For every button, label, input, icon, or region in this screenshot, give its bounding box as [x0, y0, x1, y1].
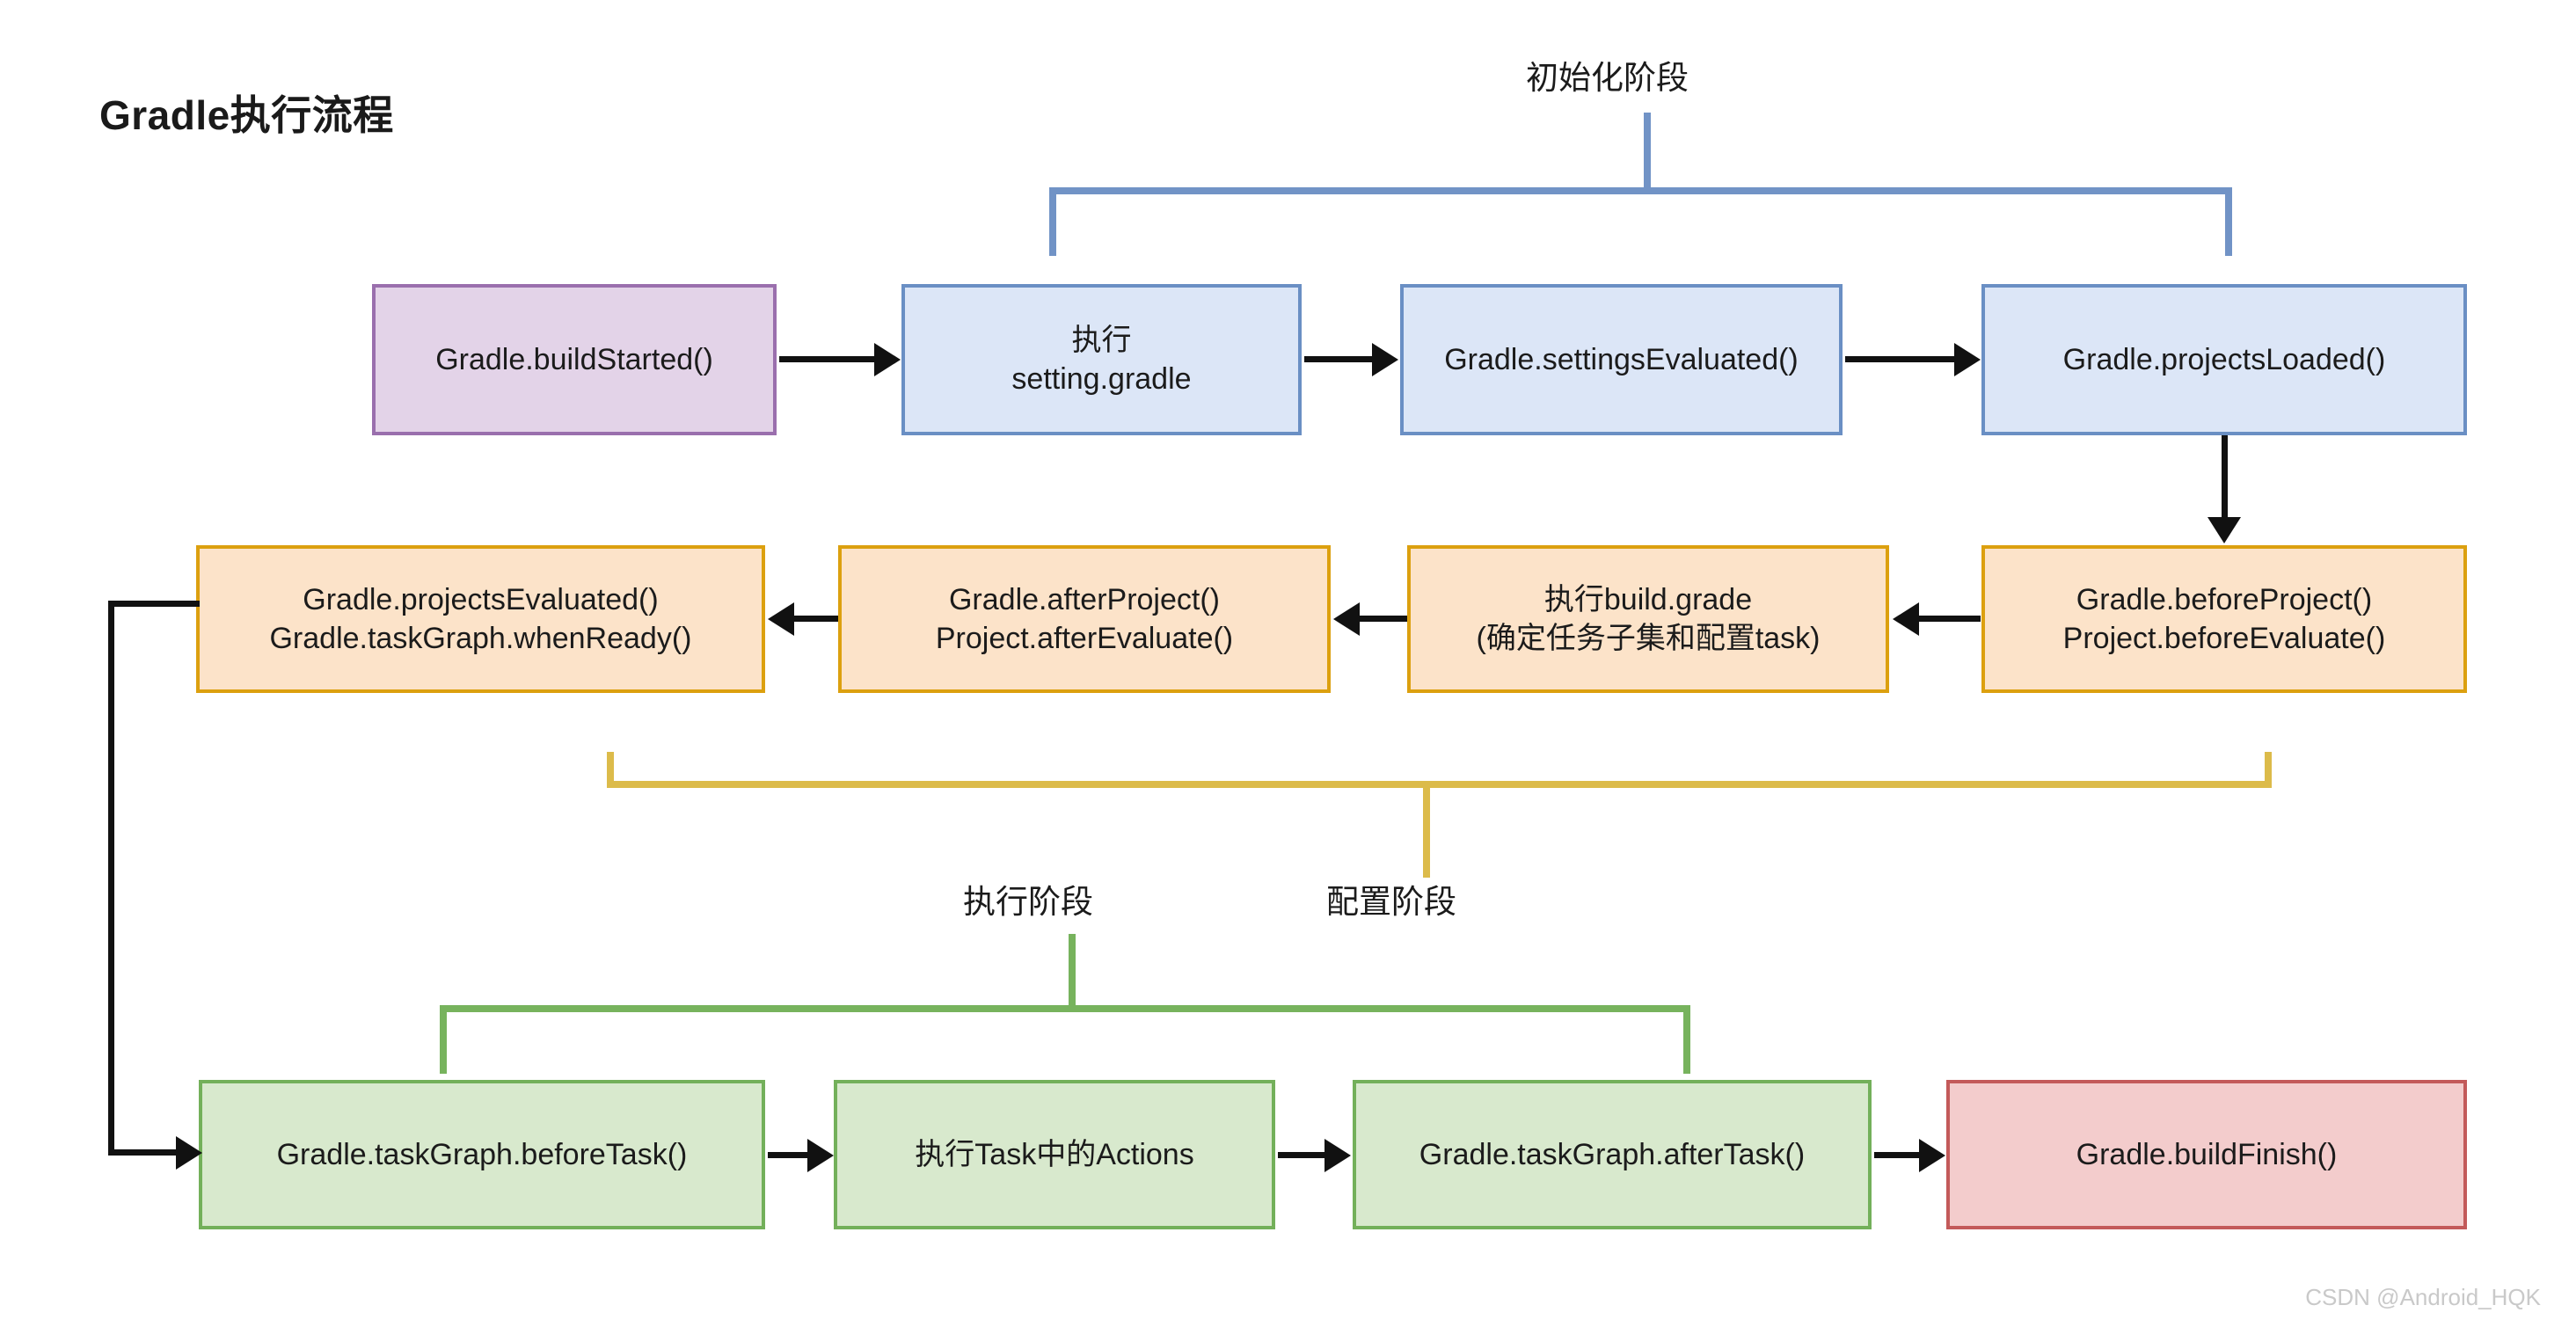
connector-loop-top-segment: [108, 601, 200, 607]
node-build-started[interactable]: Gradle.buildStarted(): [372, 284, 777, 435]
bracket-execution-stem: [1069, 934, 1076, 1011]
bracket-execution-left-leg: [440, 1005, 447, 1074]
bracket-initialization-stem: [1644, 113, 1651, 192]
connector-before-project-to-exec-build: [1919, 616, 1981, 622]
page-title: Gradle执行流程: [99, 92, 394, 138]
bracket-configuration-bar: [607, 781, 2272, 788]
node-projects-loaded[interactable]: Gradle.projectsLoaded(): [1981, 284, 2467, 435]
phase-label-initialization: 初始化阶段: [1526, 60, 1689, 96]
bracket-initialization-bar: [1049, 187, 2232, 194]
connector-loop-bottom-segment: [108, 1149, 186, 1156]
connector-after-project-to-projects-evaluated: [794, 616, 838, 622]
arrowhead-settings-evaluated-to-projects-loaded: [1954, 343, 1981, 376]
phase-label-execution: 执行阶段: [963, 884, 1093, 920]
arrowhead-actions-to-after-task: [1324, 1139, 1351, 1172]
bracket-execution-bar: [440, 1005, 1690, 1012]
connector-settings-evaluated-to-projects-loaded: [1845, 356, 1957, 362]
bracket-execution-right-leg: [1683, 1005, 1690, 1074]
bracket-configuration-left-leg: [607, 752, 614, 787]
arrowhead-loop-to-before-task: [176, 1136, 202, 1170]
node-task-actions[interactable]: 执行Task中的Actions: [834, 1080, 1275, 1229]
node-after-project[interactable]: Gradle.afterProject() Project.afterEvalu…: [838, 545, 1331, 693]
arrowhead-exec-build-to-after-project: [1333, 602, 1360, 636]
arrowhead-before-project-to-exec-build: [1893, 602, 1919, 636]
connector-build-started-to-settings: [779, 356, 878, 362]
connector-settings-to-settings-evaluated: [1304, 356, 1375, 362]
node-exec-settings-gradle[interactable]: 执行 setting.gradle: [901, 284, 1302, 435]
bracket-configuration-right-leg: [2265, 752, 2272, 787]
arrowhead-build-started-to-settings: [874, 343, 901, 376]
node-settings-evaluated[interactable]: Gradle.settingsEvaluated(): [1400, 284, 1843, 435]
connector-actions-to-after-task: [1278, 1152, 1329, 1158]
node-build-finish[interactable]: Gradle.buildFinish(): [1946, 1080, 2467, 1229]
node-after-task[interactable]: Gradle.taskGraph.afterTask(): [1353, 1080, 1872, 1229]
connector-loop-vertical-segment: [108, 601, 114, 1155]
bracket-initialization-left-leg: [1049, 187, 1056, 256]
connector-projects-loaded-to-before-project: [2222, 435, 2228, 521]
node-projects-evaluated[interactable]: Gradle.projectsEvaluated() Gradle.taskGr…: [196, 545, 765, 693]
phase-label-configuration: 配置阶段: [1326, 884, 1456, 920]
node-before-project[interactable]: Gradle.beforeProject() Project.beforeEva…: [1981, 545, 2467, 693]
connector-after-task-to-build-finish: [1874, 1152, 1922, 1158]
watermark-text: CSDN @Android_HQK: [2305, 1284, 2541, 1310]
arrowhead-after-task-to-build-finish: [1919, 1139, 1945, 1172]
arrowhead-before-task-to-actions: [807, 1139, 834, 1172]
arrowhead-settings-to-settings-evaluated: [1372, 343, 1398, 376]
bracket-configuration-stem: [1423, 781, 1430, 878]
connector-before-task-to-actions: [768, 1152, 812, 1158]
connector-exec-build-to-after-project: [1360, 616, 1407, 622]
arrowhead-projects-loaded-to-before-project: [2207, 517, 2241, 543]
node-exec-build-gradle[interactable]: 执行build.grade (确定任务子集和配置task): [1407, 545, 1889, 693]
bracket-initialization-right-leg: [2225, 187, 2232, 256]
arrowhead-after-project-to-projects-evaluated: [768, 602, 794, 636]
node-before-task[interactable]: Gradle.taskGraph.beforeTask(): [199, 1080, 765, 1229]
